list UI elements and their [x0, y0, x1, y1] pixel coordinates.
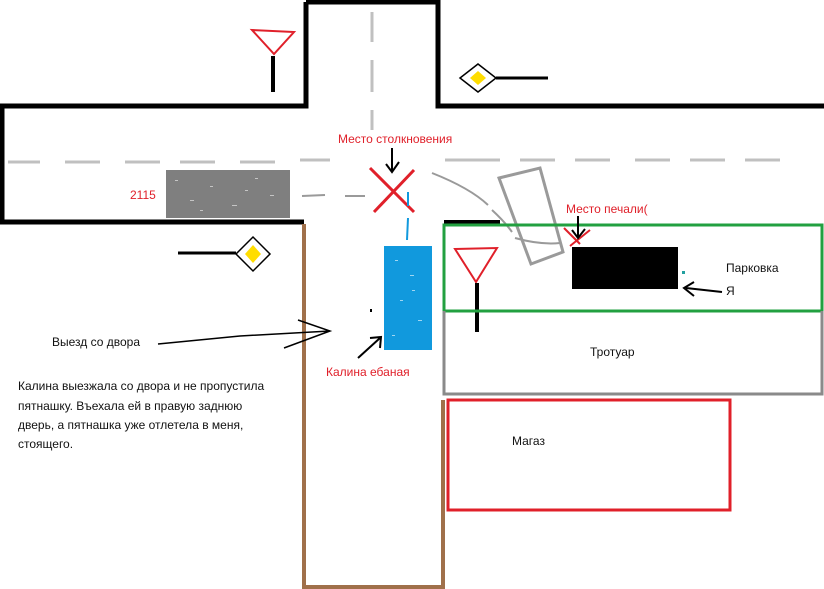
parking-area — [442, 223, 824, 313]
label-parking: Парковка — [726, 261, 779, 275]
car-2115-texture — [175, 178, 274, 211]
label-yard-exit: Выезд со двора — [52, 335, 140, 349]
yard-road-outline — [302, 224, 445, 589]
svg-text:стоящего.: стоящего. — [18, 437, 73, 451]
car-2115-trajectory — [301, 172, 561, 245]
label-sidewalk: Тротуар — [590, 345, 635, 359]
my-car — [572, 247, 678, 289]
kalina-trajectory — [406, 192, 409, 241]
label-me: Я — [726, 284, 735, 298]
label-shop: Магаз — [512, 434, 545, 448]
car-kalina-texture — [392, 260, 422, 336]
me-arrow — [682, 281, 723, 297]
sorrow-cross — [563, 227, 591, 247]
car-2115-ghost — [497, 166, 565, 266]
label-sorrow: Место печали( — [566, 202, 648, 216]
my-car-mark — [682, 271, 685, 274]
yield-sign-top — [249, 28, 297, 92]
lane-markings — [8, 12, 780, 164]
priority-sign-bottom — [178, 235, 272, 273]
priority-sign-top — [458, 63, 548, 93]
collision-cross — [368, 166, 416, 214]
car-kalina — [384, 246, 432, 350]
yield-sign-parking — [453, 246, 499, 332]
shop-area — [446, 398, 732, 512]
sidewalk-area — [442, 311, 824, 396]
svg-text:дверь, а пятнашка уже отлетела: дверь, а пятнашка уже отлетела в меня, — [18, 418, 243, 432]
small-dot — [370, 309, 372, 312]
main-road-outline — [0, 0, 824, 225]
collision-arrow — [385, 148, 400, 174]
car-2115 — [166, 170, 290, 218]
svg-text:пятнашку. Въехала ей в правую: пятнашку. Въехала ей в правую заднюю — [18, 399, 242, 413]
label-2115: 2115 — [130, 188, 156, 202]
yard-exit-arrow — [157, 319, 333, 349]
sorrow-arrow — [571, 216, 586, 240]
svg-text:Калина выезжала со двора и не: Калина выезжала со двора и не пропустила — [18, 379, 264, 393]
description-text: Калина выезжала со двора и не пропустила… — [18, 379, 264, 451]
kalina-arrow — [357, 335, 383, 359]
label-collision: Место столкновения — [338, 132, 452, 146]
label-kalina: Калина ебаная — [326, 365, 410, 379]
